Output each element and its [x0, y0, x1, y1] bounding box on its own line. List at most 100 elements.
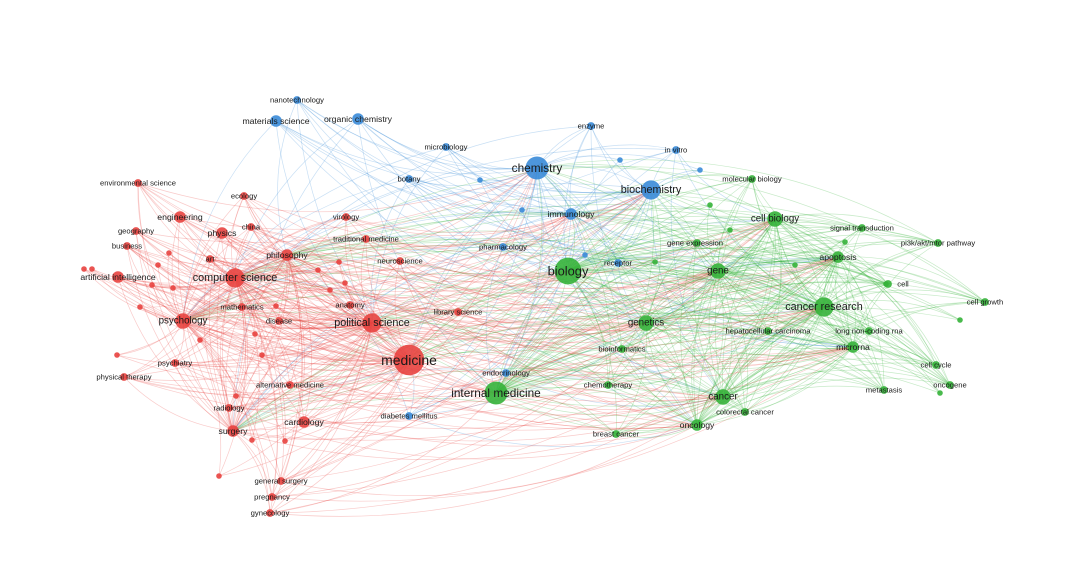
bioinformatics-node[interactable]	[618, 345, 626, 353]
pi3k-pathway-label: pi3k/akt/mtor pathway	[901, 239, 975, 248]
network-edge	[570, 213, 611, 386]
radiology-node[interactable]	[225, 404, 233, 412]
network-edge	[243, 195, 288, 256]
network-edge	[280, 270, 569, 482]
microrna-node[interactable]	[847, 341, 859, 353]
network-edge	[774, 218, 825, 308]
gynecology-node[interactable]	[266, 509, 274, 517]
virology-node[interactable]	[342, 213, 350, 221]
unlabeled-node	[707, 202, 713, 208]
organic-chemistry-node[interactable]	[352, 113, 364, 125]
pharmacology-node[interactable]	[499, 243, 507, 251]
breast-cancer-node[interactable]	[612, 430, 620, 438]
metastasis-node[interactable]	[880, 386, 888, 394]
oncology-node[interactable]	[691, 419, 703, 431]
network-edge	[495, 378, 609, 394]
geography-node[interactable]	[132, 227, 140, 235]
botany-node[interactable]	[405, 175, 413, 183]
ecology-node[interactable]	[240, 192, 248, 200]
computer-science-node[interactable]	[225, 268, 245, 288]
art-node[interactable]	[206, 255, 214, 263]
network-edge	[692, 242, 724, 398]
network-edge	[408, 415, 698, 447]
pi3k-pathway-node[interactable]	[934, 239, 942, 247]
cell-growth-label: cell growth	[967, 298, 1004, 307]
apoptosis-node[interactable]	[832, 251, 844, 263]
receptor-node[interactable]	[614, 259, 622, 267]
cell-node[interactable]	[884, 280, 892, 288]
long-non-coding-rna-node[interactable]	[865, 327, 873, 335]
molecular-biology-node[interactable]	[748, 175, 756, 183]
network-edge	[408, 178, 572, 217]
gene-expression-node[interactable]	[693, 239, 701, 247]
psychiatry-node[interactable]	[171, 359, 179, 367]
diabetes-mellitus-node[interactable]	[405, 412, 413, 420]
network-edge	[250, 226, 410, 361]
philosophy-node[interactable]	[281, 249, 293, 261]
nanotechnology-node[interactable]	[293, 96, 301, 104]
disease-node[interactable]	[275, 317, 283, 325]
gene-node[interactable]	[710, 263, 726, 279]
network-edge	[345, 189, 652, 233]
hepatocellular-carcinoma-node[interactable]	[764, 327, 772, 335]
chemotherapy-node[interactable]	[604, 381, 612, 389]
political-science-node[interactable]	[362, 313, 382, 333]
signal-transduction-node[interactable]	[858, 224, 866, 232]
engineering-node[interactable]	[174, 211, 186, 223]
network-edge	[232, 304, 351, 432]
cell-cycle-node[interactable]	[932, 361, 940, 369]
network-edge	[182, 261, 340, 322]
network-edge	[835, 256, 854, 348]
network-edge	[345, 216, 698, 426]
immunology-node[interactable]	[565, 208, 577, 220]
physical-therapy-node[interactable]	[120, 373, 128, 381]
business-node[interactable]	[123, 242, 131, 250]
cell-growth-node[interactable]	[981, 298, 989, 306]
genetics-node[interactable]	[638, 315, 654, 331]
physics-node[interactable]	[216, 227, 228, 239]
long-non-coding-rna-label: long non-coding rna	[835, 327, 903, 336]
cancer-node[interactable]	[715, 389, 731, 405]
chemistry-node[interactable]	[525, 156, 549, 180]
network-edge	[117, 270, 569, 315]
environmental-science-node[interactable]	[134, 179, 142, 187]
surgery-node[interactable]	[227, 425, 239, 437]
neuroscience-node[interactable]	[396, 257, 404, 265]
biochemistry-node[interactable]	[641, 180, 661, 200]
mathematics-node[interactable]	[238, 303, 246, 311]
cell-biology-node[interactable]	[767, 211, 783, 227]
psychology-node[interactable]	[175, 313, 191, 329]
network-edge	[286, 254, 410, 417]
unlabeled-node	[166, 250, 172, 256]
network-edge	[234, 216, 347, 279]
colorectal-cancer-node[interactable]	[741, 408, 749, 416]
microrna-label: microrna	[836, 342, 870, 352]
network-edge	[774, 218, 986, 303]
network-edge	[717, 270, 951, 386]
oncogene-node[interactable]	[946, 381, 954, 389]
network-edge	[241, 306, 373, 329]
china-node[interactable]	[247, 223, 255, 231]
internal-medicine-node[interactable]	[484, 381, 508, 405]
general-surgery-node[interactable]	[277, 477, 285, 485]
library-science-node[interactable]	[454, 308, 462, 316]
anatomy-node[interactable]	[346, 301, 354, 309]
network-edge	[286, 254, 609, 386]
artificial-intelligence-node[interactable]	[112, 271, 124, 283]
materials-science-node[interactable]	[270, 115, 282, 127]
medicine-node[interactable]	[393, 344, 425, 376]
alternative-medicine-node[interactable]	[286, 381, 294, 389]
cancer-research-node[interactable]	[814, 297, 834, 317]
cardiology-node[interactable]	[298, 416, 310, 428]
endocrinology-node[interactable]	[502, 369, 510, 377]
biology-node[interactable]	[554, 257, 582, 285]
in-vitro-node[interactable]	[672, 146, 680, 154]
traditional-medicine-node[interactable]	[362, 235, 370, 243]
pregnancy-node[interactable]	[268, 493, 276, 501]
network-edge	[505, 167, 544, 374]
enzyme-node[interactable]	[587, 122, 595, 130]
network-edge	[722, 330, 769, 398]
network-edge	[232, 254, 839, 432]
microbiology-node[interactable]	[442, 143, 450, 151]
